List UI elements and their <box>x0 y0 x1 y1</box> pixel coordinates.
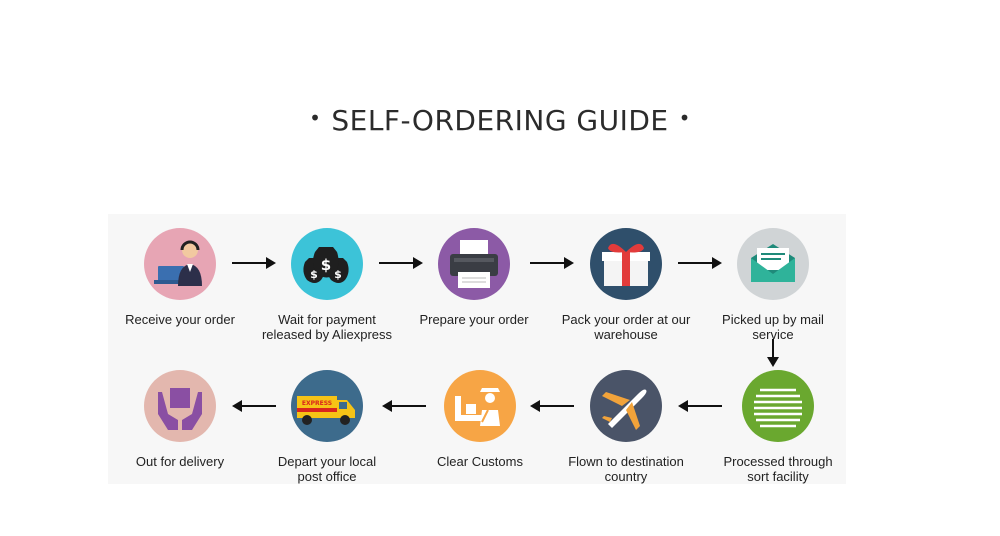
arrow-left-icon <box>232 400 276 412</box>
step-label: Prepare your order <box>419 312 529 327</box>
title-dot-left: • <box>309 106 322 130</box>
step-label: Processed through sort facility <box>723 454 833 484</box>
arrow-right-icon <box>379 257 423 269</box>
hands-package-icon <box>144 370 216 442</box>
step-depart-post-office: EXPRESS Depart your local post office <box>252 370 402 484</box>
customer-service-agent-icon <box>144 228 216 300</box>
step-label: Pack your order at our warehouse <box>561 312 691 342</box>
step-clear-customs: Clear Customs <box>405 370 555 469</box>
delivery-van-icon: EXPRESS <box>291 370 363 442</box>
printer-icon <box>438 228 510 300</box>
step-receive-order: Receive your order <box>105 228 255 327</box>
arrow-right-icon <box>232 257 276 269</box>
svg-text:$: $ <box>334 268 342 281</box>
money-bags-icon: $ $ $ <box>291 228 363 300</box>
arrow-left-icon <box>382 400 426 412</box>
van-text: EXPRESS <box>302 400 332 407</box>
step-pack-order: Pack your order at our warehouse <box>551 228 701 342</box>
step-label: Out for delivery <box>135 454 225 469</box>
svg-text:$: $ <box>321 256 331 274</box>
step-flown-destination: Flown to destination country <box>551 370 701 484</box>
step-label: Flown to destination country <box>568 454 684 484</box>
step-label: Clear Customs <box>437 454 523 469</box>
step-wait-payment: $ $ $ Wait for payment released by Aliex… <box>252 228 402 342</box>
title-text: SELF-ORDERING GUIDE <box>331 104 669 137</box>
title-dot-right: • <box>678 106 691 130</box>
step-prepare-order: Prepare your order <box>399 228 549 327</box>
arrow-right-icon <box>678 257 722 269</box>
sort-lines-icon <box>742 370 814 442</box>
customs-officer-icon <box>444 370 516 442</box>
step-out-for-delivery: Out for delivery <box>105 370 255 469</box>
arrow-right-icon <box>530 257 574 269</box>
step-label: Depart your local post office <box>277 454 377 484</box>
arrow-left-icon <box>530 400 574 412</box>
arrow-down-icon <box>767 339 779 367</box>
gift-box-icon <box>590 228 662 300</box>
arrow-left-icon <box>678 400 722 412</box>
step-label: Receive your order <box>125 312 235 327</box>
envelope-icon <box>737 228 809 300</box>
svg-text:$: $ <box>310 268 318 281</box>
page-title: • SELF-ORDERING GUIDE • <box>0 104 1000 137</box>
airplane-icon <box>590 370 662 442</box>
step-label: Wait for payment released by Aliexpress <box>261 312 393 342</box>
step-label: Picked up by mail service <box>722 312 824 342</box>
step-processed-sort: Processed through sort facility <box>703 370 853 484</box>
step-picked-up: Picked up by mail service <box>698 228 848 342</box>
